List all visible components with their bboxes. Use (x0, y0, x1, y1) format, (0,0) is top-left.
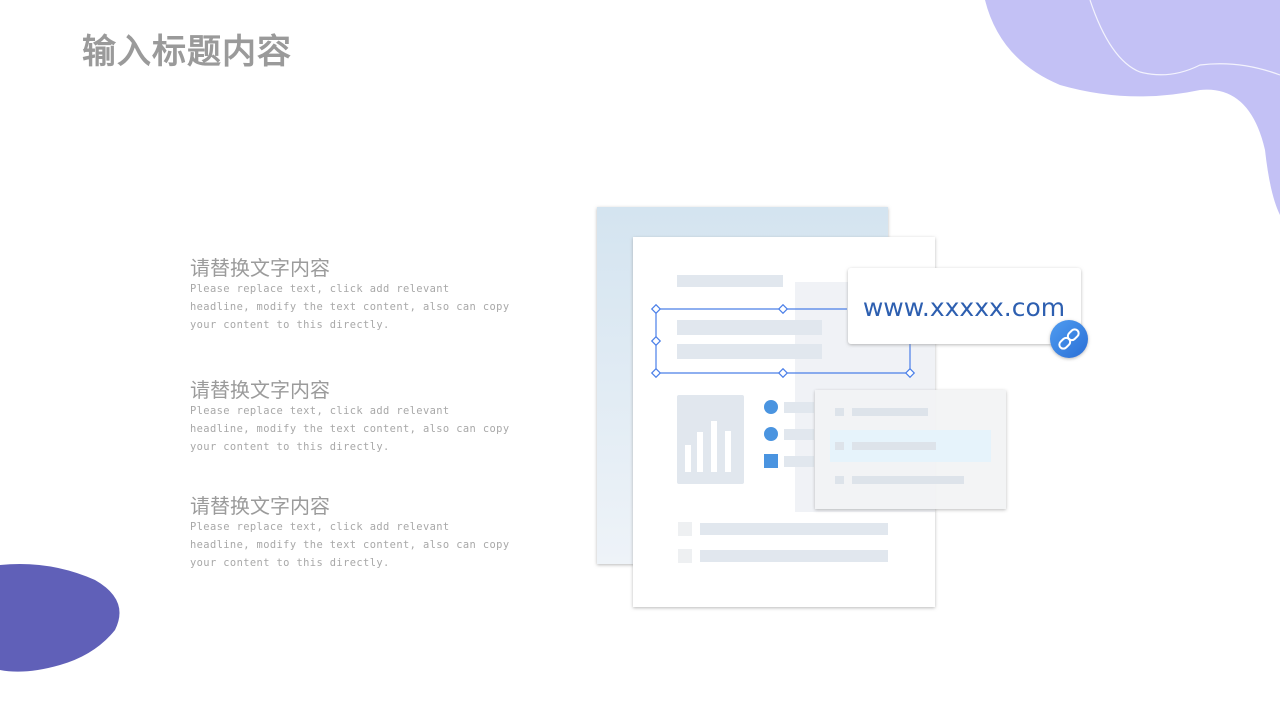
text-block-2: 请替换文字内容 Please replace text, click add r… (190, 378, 510, 456)
placeholder-line (677, 344, 822, 359)
selection-handle (650, 367, 662, 379)
placeholder-line (677, 275, 783, 287)
checkbox-icon (678, 522, 692, 536)
blob-line (1089, 0, 1280, 76)
selection-box (650, 303, 916, 379)
placeholder-line (784, 456, 814, 467)
text-block-1: 请替换文字内容 Please replace text, click add r… (190, 256, 510, 334)
block-heading: 请替换文字内容 (190, 494, 330, 518)
block-heading: 请替换文字内容 (190, 378, 330, 402)
url-card (848, 268, 1081, 344)
placeholder-line (700, 550, 888, 562)
bottom-left-blob (0, 564, 120, 672)
placeholder-line (784, 402, 814, 413)
block-body: Please replace text, click add relevant … (190, 283, 510, 331)
selection-handle (650, 335, 662, 347)
checkbox-icon (678, 549, 692, 563)
block-body: Please replace text, click add relevant … (190, 521, 510, 569)
bullet-dot-icon (764, 427, 778, 441)
bullet-square-icon (764, 454, 778, 468)
text-block-3: 请替换文字内容 Please replace text, click add r… (190, 494, 510, 572)
page-title: 输入标题内容 (82, 32, 292, 72)
selection-handle (904, 367, 916, 379)
block-body: Please replace text, click add relevant … (190, 405, 510, 453)
bar-chart-icon (685, 421, 731, 472)
url-text: www.xxxxx.com (863, 293, 1065, 322)
placeholder-line (700, 523, 888, 535)
selection-handle (777, 367, 789, 379)
top-right-blob (985, 0, 1280, 215)
list-rows (835, 408, 964, 484)
selection-handle (650, 303, 662, 315)
selection-handle (777, 303, 789, 315)
link-icon[interactable] (1050, 320, 1088, 358)
bullet-dot-icon (764, 400, 778, 414)
placeholder-line (677, 320, 822, 335)
block-heading: 请替换文字内容 (190, 256, 330, 280)
placeholder-line (784, 429, 814, 440)
